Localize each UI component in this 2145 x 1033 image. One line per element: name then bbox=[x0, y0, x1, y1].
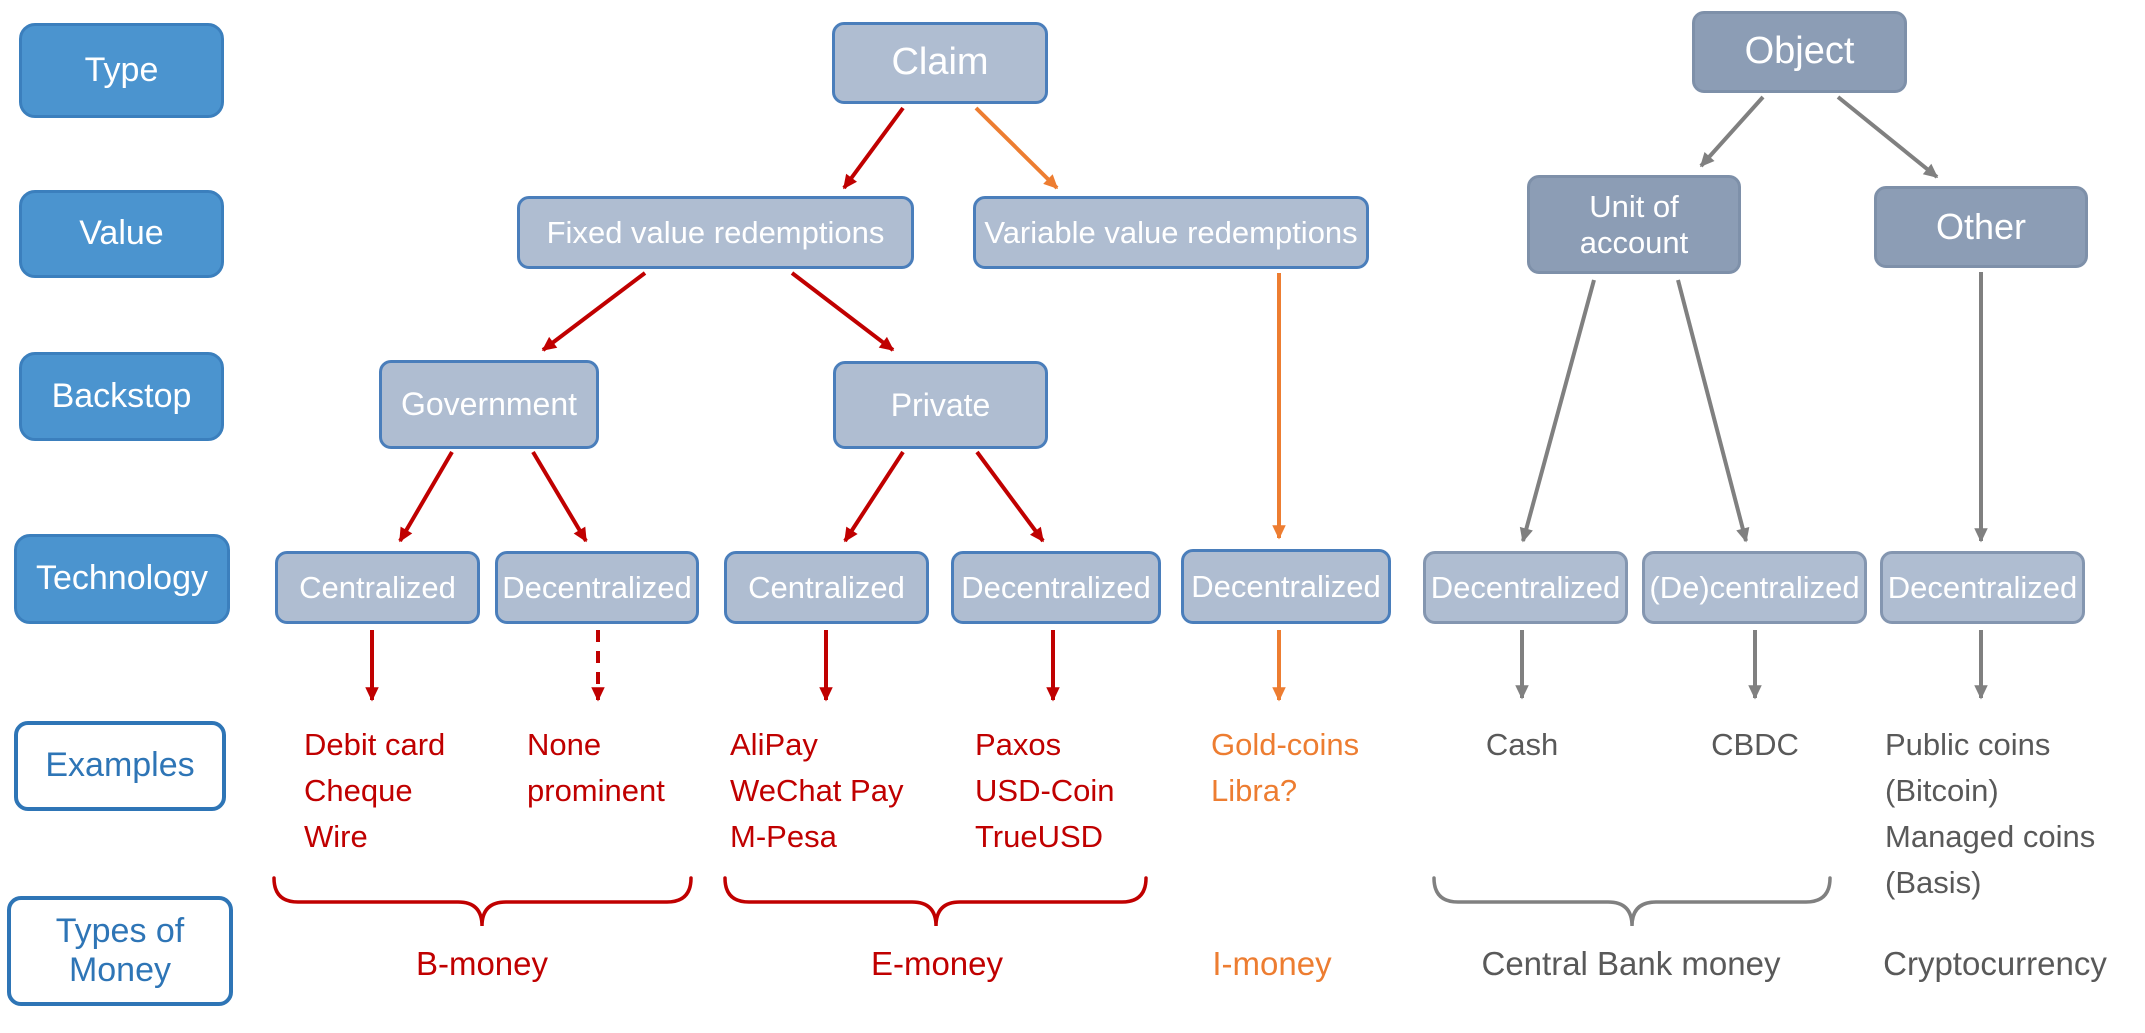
arrow-unit-to-de-centralized bbox=[1676, 279, 1750, 543]
label-b-money: B-money bbox=[415, 945, 549, 982]
node-private: Private bbox=[833, 361, 1048, 449]
examples-e-money-decentralized: Paxos USD-Coin TrueUSD bbox=[975, 727, 1115, 854]
node-object: Object bbox=[1692, 11, 1907, 93]
node-variable-decentralized: Decentralized bbox=[1181, 549, 1391, 624]
node-fixed-value-redemptions: Fixed value redemptions bbox=[517, 196, 914, 269]
examples-i-money: Gold-coins Libra? bbox=[1211, 727, 1360, 808]
node-other-decentralized: Decentralized bbox=[1880, 551, 2085, 624]
brace-b-money bbox=[272, 876, 693, 927]
row-label-examples: Examples bbox=[14, 721, 226, 811]
brace-e-money bbox=[723, 876, 1148, 927]
examples-cbdc: CBDC bbox=[1711, 727, 1799, 762]
arrow-claim-to-fixed bbox=[842, 106, 905, 190]
examples-b-money-centralized: Debit card Cheque Wire bbox=[304, 727, 446, 854]
examples-cryptocurrency: Public coins (Bitcoin) Managed coins (Ba… bbox=[1885, 727, 2096, 900]
row-label-technology: Technology bbox=[14, 534, 230, 624]
examples-cash: Cash bbox=[1485, 727, 1559, 762]
label-i-money: I-money bbox=[1212, 945, 1332, 982]
row-label-type: Type bbox=[19, 23, 224, 118]
node-other: Other bbox=[1874, 186, 2088, 268]
arrow-claim-to-variable bbox=[974, 106, 1059, 190]
row-label-backstop: Backstop bbox=[19, 352, 224, 441]
node-uoa-de-centralized: (De)centralized bbox=[1642, 551, 1867, 624]
arrow-private-to-centralized bbox=[843, 450, 905, 543]
node-government: Government bbox=[379, 360, 599, 449]
node-unit-of-account: Unit of account bbox=[1527, 175, 1741, 274]
node-uoa-decentralized: Decentralized bbox=[1423, 551, 1628, 624]
arrow-object-to-other bbox=[1836, 95, 1939, 179]
examples-b-money-decentralized: None prominent bbox=[527, 727, 665, 808]
brace-central-bank-money bbox=[1432, 876, 1832, 927]
arrow-government-to-decentralized bbox=[531, 450, 588, 543]
node-private-centralized: Centralized bbox=[724, 551, 929, 624]
arrow-unit-to-decentralized bbox=[1519, 279, 1596, 543]
node-gov-centralized: Centralized bbox=[275, 551, 480, 624]
node-variable-value-redemptions: Variable value redemptions bbox=[973, 196, 1369, 269]
label-cryptocurrency: Cryptocurrency bbox=[1883, 945, 2107, 982]
node-gov-decentralized: Decentralized bbox=[495, 551, 699, 624]
label-central-bank-money: Central Bank money bbox=[1481, 945, 1781, 982]
arrow-government-to-centralized bbox=[398, 450, 454, 543]
arrow-fixed-to-private bbox=[790, 271, 895, 352]
examples-e-money-centralized: AliPay WeChat Pay M-Pesa bbox=[730, 727, 904, 854]
arrow-fixed-to-government bbox=[541, 271, 647, 352]
row-label-types-of-money: Types of Money bbox=[7, 896, 233, 1006]
label-e-money: E-money bbox=[870, 945, 1004, 982]
row-label-value: Value bbox=[19, 190, 224, 278]
arrow-object-to-unit-of-account bbox=[1699, 95, 1765, 168]
node-private-decentralized: Decentralized bbox=[951, 551, 1161, 624]
arrow-private-to-decentralized bbox=[975, 450, 1045, 543]
node-claim: Claim bbox=[832, 22, 1048, 104]
